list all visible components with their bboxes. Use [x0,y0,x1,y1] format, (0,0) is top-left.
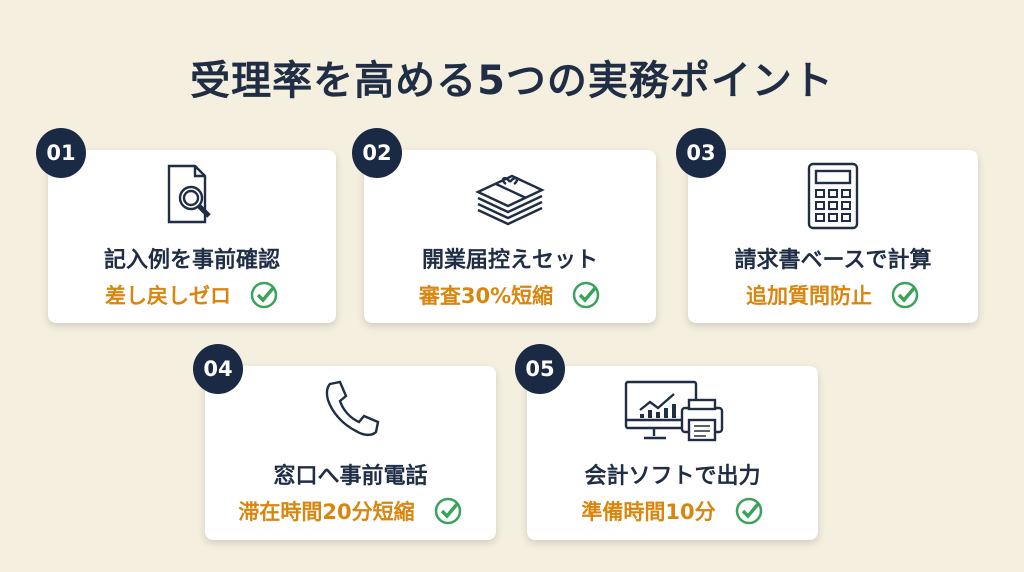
document-search-icon [48,162,336,228]
point-result: 審査30%短縮 [418,284,554,308]
phone-icon [205,378,496,444]
number-badge: 01 [36,128,86,178]
point-result: 追加質問防止 [746,284,872,308]
point-result: 滞在時間20分短縮 [238,500,415,524]
point-result: 準備時間10分 [581,500,716,524]
point-title: 記入例を事前確認 [103,248,280,273]
check-icon [250,281,278,309]
point-result: 差し戻しゼロ [105,284,231,308]
point-card-3: 03 請求書ベースで計算 追加質問防止 [676,128,978,323]
check-icon [434,497,461,525]
point-card-2: 02 開業届控えセット 審査30%短縮 [352,128,656,323]
point-title: 会計ソフトで出力 [584,464,761,489]
point-title: 窓口へ事前電話 [273,464,428,489]
point-card-5: 05 会計ソフトで出力 準備時間10分 [515,344,818,540]
point-card-1: 01 記入例を事前確認 差し戻しゼロ [36,128,336,323]
check-icon [572,281,600,309]
point-card-4: 04 窓口へ事前電話 滞在時間20分短縮 [193,344,496,540]
point-title: 請求書ベースで計算 [734,248,932,273]
document-bundle-icon [364,162,656,228]
number-badge: 04 [193,344,243,394]
check-icon [735,497,762,525]
computer-printer-icon [527,378,818,444]
page-title: 受理率を高める5つの実務ポイント [190,58,834,104]
number-badge: 05 [515,344,565,394]
check-icon [891,281,919,309]
number-badge: 02 [352,128,402,178]
calculator-icon [688,162,978,230]
number-badge: 03 [676,128,726,178]
point-title: 開業届控えセット [421,248,598,273]
